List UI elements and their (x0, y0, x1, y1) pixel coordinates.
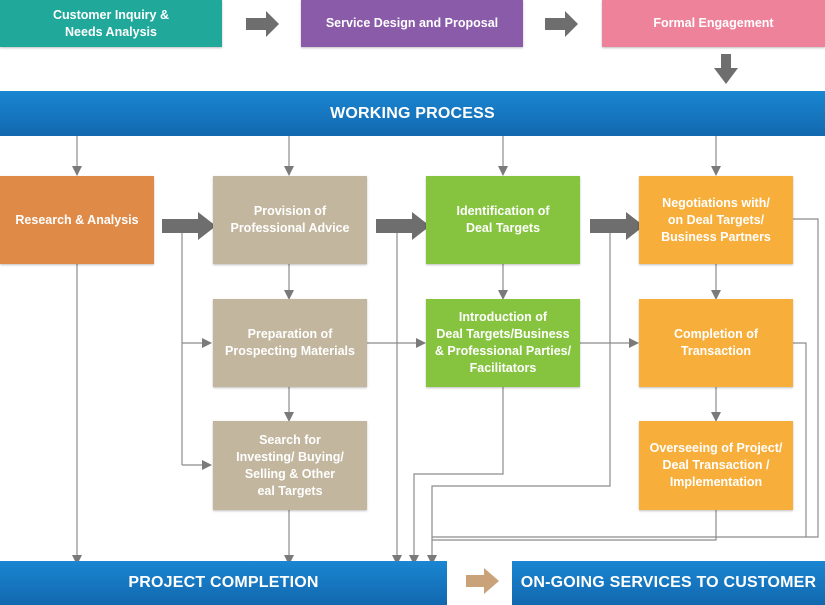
negotiations-step: Negotiations with/ on Deal Targets/ Busi… (639, 176, 793, 264)
working-process-bar: WORKING PROCESS (0, 91, 825, 136)
engagement-down-arrow (714, 54, 738, 84)
prospecting-materials-step: Preparation of Prospecting Materials (213, 299, 367, 387)
identification-step: Identification of Deal Targets (426, 176, 580, 264)
advice-to-identification-arrow (376, 212, 430, 240)
right-feedback-2 (793, 342, 807, 537)
completion-transaction-step: Completion of Transaction (639, 299, 793, 387)
service-design-step: Service Design and Proposal (301, 0, 523, 47)
professional-advice-step: Provision of Professional Advice (213, 176, 367, 264)
negotiations-label: Negotiations with/ on Deal Targets/ Busi… (661, 195, 771, 244)
project-completion-bar: PROJECT COMPLETION (0, 561, 447, 605)
identification-label: Identification of Deal Targets (456, 204, 550, 235)
introduction-to-completion (409, 387, 504, 565)
ongoing-services-bar: ON-GOING SERVICES TO CUSTOMER (512, 561, 825, 605)
research-analysis-label: Research & Analysis (15, 212, 139, 227)
professional-advice-label: Provision of Professional Advice (230, 204, 350, 235)
project-completion-label: PROJECT COMPLETION (128, 574, 319, 591)
overseeing-label: Overseeing of Project/ Deal Transaction … (649, 441, 783, 489)
customer-inquiry-step: Customer Inquiry & Needs Analysis (0, 0, 222, 47)
ongoing-services-label: ON-GOING SERVICES TO CUSTOMER (520, 574, 817, 591)
research-analysis-step: Research & Analysis (0, 176, 154, 264)
research-to-advice-arrow (162, 212, 216, 240)
service-design-label: Service Design and Proposal (325, 16, 499, 30)
introduction-label: Introduction of Deal Targets/Business & … (434, 310, 572, 375)
formal-engagement-step: Formal Engagement (602, 0, 825, 47)
prospecting-materials-label: Preparation of Prospecting Materials (225, 327, 355, 358)
top-arrow-2 (545, 11, 578, 37)
customer-inquiry-label: Customer Inquiry & Needs Analysis (53, 7, 169, 39)
search-targets-step: Search for Investing/ Buying/ Selling & … (213, 421, 367, 510)
formal-engagement-label: Formal Engagement (653, 16, 774, 30)
working-process-label: WORKING PROCESS (330, 104, 495, 122)
overseeing-down (432, 510, 717, 541)
identification-to-negotiation-arrow (590, 212, 644, 240)
completion-transaction-label: Completion of Transaction (673, 327, 758, 358)
bottom-arrow (466, 568, 499, 594)
negotiation-branch-drop (427, 226, 611, 565)
search-targets-label: Search for Investing/ Buying/ Selling & … (236, 432, 344, 498)
introduction-step: Introduction of Deal Targets/Business & … (426, 299, 580, 387)
top-arrow-1 (246, 11, 279, 37)
overseeing-step: Overseeing of Project/ Deal Transaction … (639, 421, 793, 510)
